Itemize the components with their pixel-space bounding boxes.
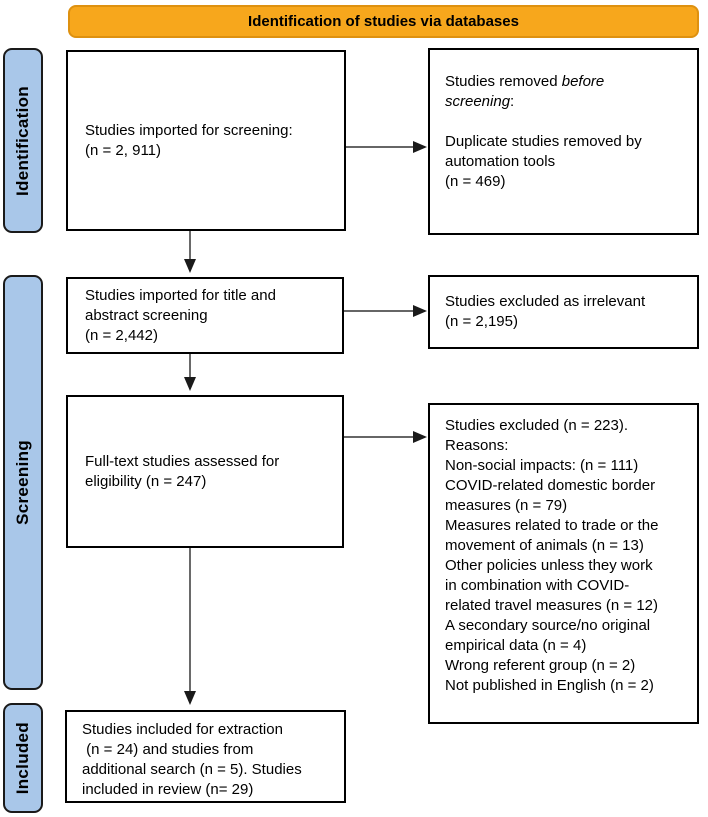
- box-fulltext-assessed-text: Full-text studies assessed for eligibili…: [85, 452, 280, 490]
- box-studies-excluded-reasons-text: Studies excluded (n = 223). Reasons: Non…: [445, 417, 659, 694]
- stage-label-screening-text: Screening: [13, 440, 32, 525]
- stage-label-screening: Screening: [3, 275, 43, 690]
- stage-label-identification: Identification: [3, 48, 43, 233]
- box-studies-included-final-text: Studies included for extraction (n = 24)…: [82, 721, 302, 798]
- box-studies-excluded-irrelevant: Studies excluded as irrelevant (n = 2,19…: [428, 275, 699, 349]
- banner-title: Identification of studies via databases: [248, 13, 519, 30]
- box-title-abstract-screening: Studies imported for title and abstract …: [66, 277, 344, 354]
- box-studies-excluded-reasons: Studies excluded (n = 223). Reasons: Non…: [428, 403, 699, 724]
- box-studies-included-final: Studies included for extraction (n = 24)…: [65, 710, 346, 803]
- stage-label-included: Included: [3, 703, 43, 813]
- banner-identification-via-databases: Identification of studies via databases: [68, 5, 699, 38]
- box-studies-removed-body: Duplicate studies removed by automation …: [445, 133, 642, 190]
- box-studies-imported-for-screening-text: Studies imported for screening: (n = 2, …: [85, 121, 293, 159]
- removed-heading-prefix: Studies removed: [445, 73, 562, 90]
- stage-label-included-text: Included: [13, 721, 32, 795]
- removed-heading-italic: before screening: [445, 73, 605, 110]
- box-fulltext-assessed: Full-text studies assessed for eligibili…: [66, 395, 344, 548]
- box-title-abstract-screening-text: Studies imported for title and abstract …: [85, 287, 276, 344]
- box-studies-imported-for-screening: Studies imported for screening: (n = 2, …: [66, 50, 346, 231]
- box-studies-removed-before-screening: Studies removed before screening: Duplic…: [428, 48, 699, 235]
- removed-heading-suffix: :: [510, 93, 515, 110]
- box-studies-removed-heading: Studies removed before screening:: [445, 72, 685, 112]
- stage-label-identification-text: Identification: [13, 85, 32, 196]
- box-studies-excluded-irrelevant-text: Studies excluded as irrelevant (n = 2,19…: [445, 293, 646, 330]
